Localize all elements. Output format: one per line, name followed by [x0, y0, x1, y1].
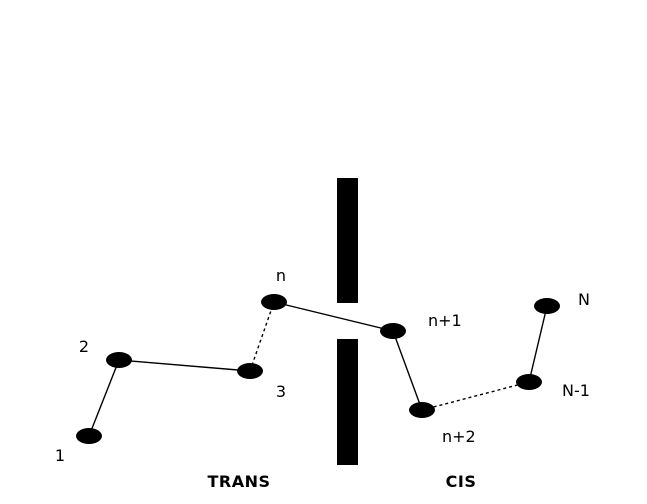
polymer-bonds — [88, 301, 548, 437]
bead-label-2: 3 — [276, 382, 286, 401]
bead-label-0: 1 — [55, 446, 65, 465]
bond-solid-4 — [392, 330, 423, 411]
trans-side-label: TRANS — [207, 472, 270, 491]
membrane-lower-segment — [337, 339, 358, 465]
bead-0 — [76, 428, 102, 444]
bead-7 — [534, 298, 560, 314]
cis-side-label: CIS — [446, 472, 477, 491]
bead-3 — [261, 294, 287, 310]
bead-labels: 1 2 3 n n+1 n+2 N-1 N — [55, 266, 590, 465]
bead-label-4: n+1 — [428, 311, 462, 330]
bead-1 — [106, 352, 132, 368]
bead-6 — [516, 374, 542, 390]
bead-label-7: N — [578, 290, 590, 309]
membrane-wall — [337, 178, 358, 465]
membrane-upper-segment — [337, 178, 358, 303]
bond-solid-1 — [118, 359, 251, 372]
bead-label-3: n — [276, 266, 286, 285]
bead-2 — [237, 363, 263, 379]
bead-5 — [409, 402, 435, 418]
bead-label-6: N-1 — [562, 381, 590, 400]
bead-label-5: n+2 — [442, 427, 476, 446]
bond-dashed-2 — [249, 301, 275, 372]
bond-solid-3 — [273, 301, 394, 332]
bond-solid-6 — [528, 305, 548, 383]
bond-dashed-5 — [421, 381, 530, 411]
bond-solid-0 — [88, 359, 120, 437]
bead-4 — [380, 323, 406, 339]
polymer-beads — [76, 294, 560, 444]
bead-label-1: 2 — [79, 337, 89, 356]
